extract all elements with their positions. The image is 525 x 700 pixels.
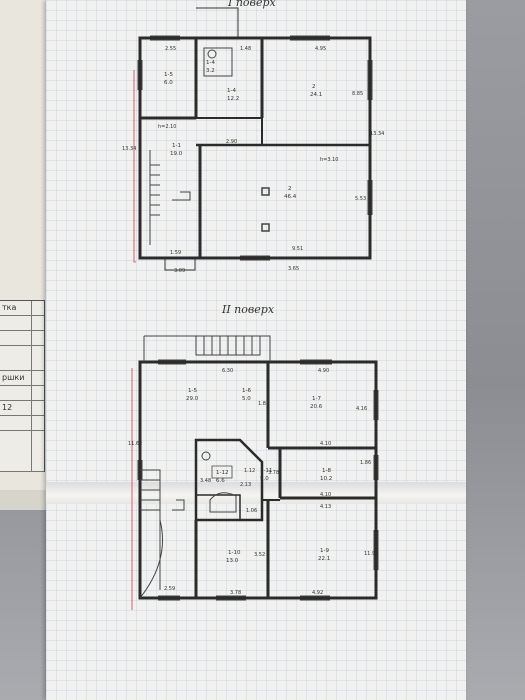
graph-paper-grid [46,0,466,700]
floor1-entry-step [164,258,196,271]
room-label: 1-5 [188,388,197,394]
dimension-label: 13.34 [370,131,384,137]
stamp-row [0,431,44,472]
floor1-labels: 1-5 6.0 1-4 3.2 1-4 12.2 2 24.1 1-1 19.0… [164,60,322,200]
dimension-label: 3.78 [268,470,279,476]
stamp-row [0,316,44,331]
dimension-label: 8.85 [352,91,363,97]
dimension-label: 1.59 [170,250,181,256]
room-area: 6.6 [216,478,225,484]
room-label: 1-1 [172,143,181,149]
room-label: 2 [288,186,292,192]
room-area: 10.2 [320,476,332,482]
room-area: 24.1 [310,92,322,98]
room-label: 1-4 [227,88,236,94]
stamp-row: тка [0,301,44,316]
room-label: 1-5 [164,72,173,78]
floor-plan-sheet [46,0,466,700]
room-area: 20.6 [310,404,323,410]
stamp-row [0,416,44,431]
room-area: 12.2 [227,96,239,102]
room-area: 9.0 [260,476,269,482]
dimension-label: 4.95 [315,46,326,52]
dimension-label: 2.59 [164,586,175,592]
room-area: 13.0 [226,558,239,564]
dimension-label: 6.30 [222,368,233,374]
floor1-title: I поверх [228,0,276,9]
dimension-label: 4.13 [320,504,331,510]
room-area: 29.0 [186,396,199,402]
room-label: 1-7 [312,396,321,402]
room-area: 3.2 [206,68,215,74]
dimension-label: 13.34 [122,146,136,152]
side-document-edge [0,490,60,510]
room-area: 6.0 [164,80,173,86]
dimension-label: 3.78 [230,590,241,596]
floor1-red-line [133,70,136,263]
dimension-label: 4.90 [318,368,329,374]
floor1-dimensions: 2.55 1.48 4.95 8.85 13.34 13.34 2.90 h=2… [122,46,384,274]
room-label: 1-4 [206,60,215,66]
side-document-stamp-table: тка ршки 12 [0,300,45,472]
dimension-label: 4.16 [356,406,367,412]
floor2-dimensions: 6.30 4.90 1.83 4.16 4.10 11.62 3.48 1.12… [128,368,378,596]
dimension-label: h=2.10 [158,124,177,130]
dimension-label: 3.09 [174,268,185,274]
floor2-title: II поверх [222,303,275,316]
dimension-label: 4.92 [312,590,323,596]
dimension-label: 4.10 [320,492,331,498]
room-label: 2 [312,84,316,90]
room-label: 1-10 [228,550,241,556]
room-area: 46.4 [284,194,297,200]
floor1-walls [138,36,372,260]
dimension-label: 2.55 [165,46,176,52]
dimension-label: 2.13 [240,482,251,488]
stamp-row [0,331,44,346]
dimension-label: h=3.10 [320,157,339,163]
room-label: 1-8 [322,468,331,474]
stamp-table-divider [31,301,32,471]
room-label: 1-11 [260,468,272,474]
floor2-details [137,335,379,601]
room-label: 1-9 [320,548,329,554]
dimension-label: 11.90 [364,551,378,557]
dimension-label: 3.52 [254,552,265,558]
dimension-label: 4.10 [320,441,331,447]
floor1-porch [196,7,239,38]
room-area: 5.0 [242,396,251,402]
dimension-label: 11.62 [128,441,142,447]
dimension-label: 1.83 [258,401,269,407]
stamp-row: ршки [0,371,44,386]
room-area: 19.0 [170,151,183,157]
room-label: 1-6 [242,388,251,394]
room-area: 22.1 [318,556,330,562]
floor2-labels: 1-5 29.0 1-6 5.0 1-7 20.6 1-12 6.6 1-11 … [186,388,332,564]
dimension-label: 1.06 [246,508,257,514]
stamp-row: 12 [0,401,44,416]
dimension-label: 3.65 [288,266,299,272]
stamp-row [0,346,44,371]
floor2-walls [138,360,378,600]
dimension-label: 1.48 [240,46,251,52]
dimension-label: 1.12 [244,468,255,474]
floor1-details [137,35,373,261]
dimension-label: 1.86 [360,460,371,466]
dimension-label: 9.51 [292,246,303,252]
stamp-row [0,386,44,401]
room-label: 1-12 [216,470,228,476]
dimension-label: 5.53 [355,196,366,202]
dimension-label: 2.90 [226,139,237,145]
dimension-label: 3.48 [200,478,211,484]
